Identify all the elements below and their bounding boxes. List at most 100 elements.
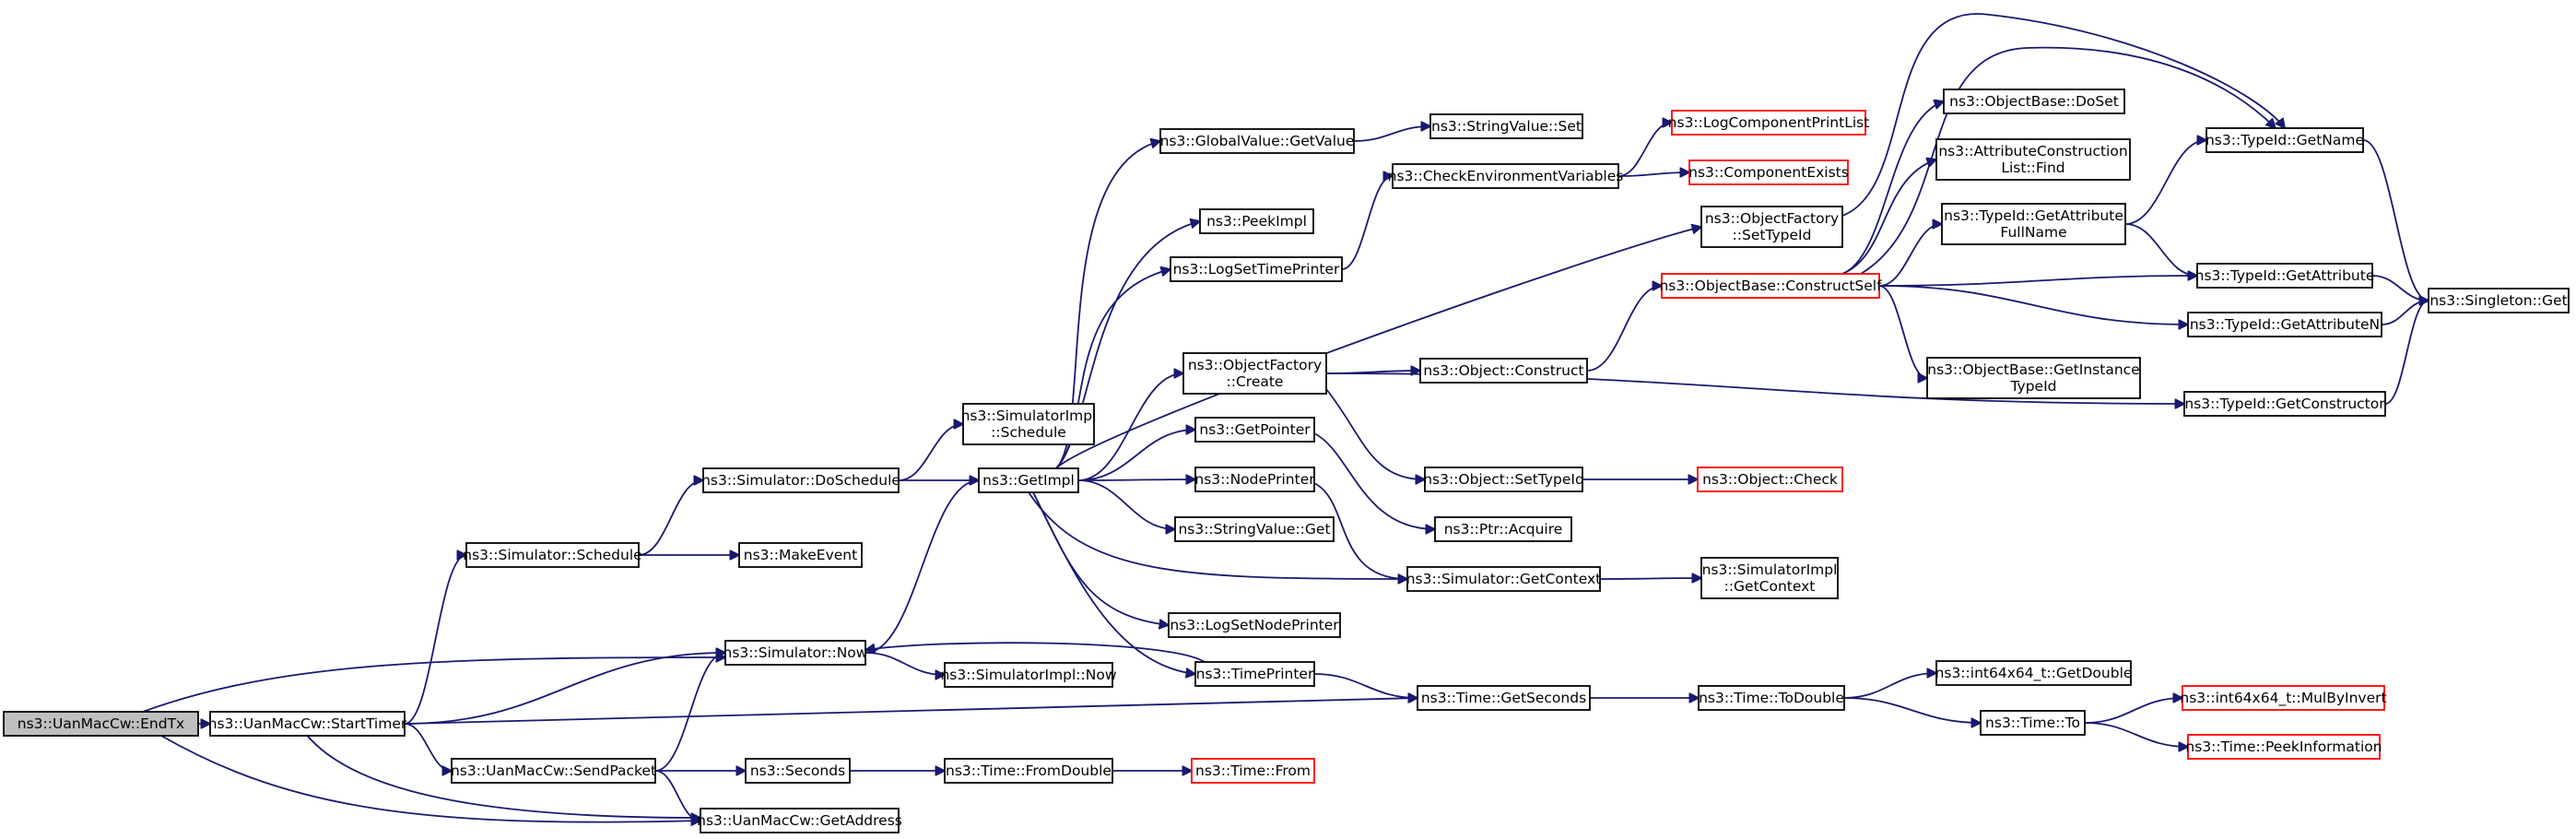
node-box (962, 403, 1095, 445)
node-label: ns3::Object::Construct (1423, 362, 1583, 379)
edge-starttimer-to-timegetseconds (404, 698, 1417, 725)
node-box (1170, 256, 1343, 282)
node-tidgetconstructor[interactable]: ns3::TypeId::GetConstructor (2183, 391, 2386, 417)
node-seconds[interactable]: ns3::Seconds (745, 758, 851, 784)
node-endtx[interactable]: ns3::UanMacCw::EndTx (3, 711, 199, 737)
node-tidgetname[interactable]: ns3::TypeId::GetName (2205, 127, 2364, 153)
edge-obconstructself-to-tidgetattribute (1878, 276, 2197, 287)
node-compexists[interactable]: ns3::ComponentExists (1688, 160, 1849, 185)
edge-obconstructself-to-tidgetattributen (1878, 285, 2188, 325)
node-simimplgetcontext[interactable]: ns3::SimulatorImpl::GetContext (1700, 557, 1839, 599)
node-label: ns3::TypeId::GetAttribute (2195, 267, 2375, 284)
node-logcompprint[interactable]: ns3::LogComponentPrintList (1668, 110, 1870, 136)
node-logsettimeprinter[interactable]: ns3::LogSetTimePrinter (1170, 256, 1343, 282)
node-now[interactable]: ns3::Simulator::Now (723, 640, 868, 666)
node-box (2187, 734, 2381, 760)
node-label: ns3::Time::To (1985, 715, 2080, 731)
node-label: ns3::UanMacCw::EndTx (18, 715, 184, 732)
node-simimplschedule[interactable]: ns3::SimulatorImpl::Schedule (961, 403, 1097, 445)
node-schedule[interactable]: ns3::Simulator::Schedule (463, 542, 642, 568)
node-obconstructself[interactable]: ns3::ObjectBase::ConstructSelf (1659, 273, 1882, 299)
edge-getimpl-to-logsettimeprinter (1055, 269, 1170, 469)
edge-checkenv-to-compexists (1617, 172, 1689, 176)
node-simgetcontext[interactable]: ns3::Simulator::GetContext (1406, 566, 1602, 592)
node-label: ns3::Time::GetSeconds (1421, 690, 1586, 706)
node-box (1688, 160, 1849, 185)
node-int64getdouble[interactable]: ns3::int64x64_t::GetDouble (1935, 660, 2133, 686)
node-label: ns3::ObjectBase::ConstructSelf (1659, 278, 1882, 294)
node-peekimpl[interactable]: ns3::PeekImpl (1199, 208, 1314, 234)
node-label: ns3::TimePrinter (1196, 666, 1314, 682)
node-box (724, 640, 866, 666)
node-timegetseconds[interactable]: ns3::Time::GetSeconds (1417, 685, 1591, 711)
node-box (1174, 516, 1335, 542)
node-objconstruct[interactable]: ns3::Object::Construct (1419, 358, 1588, 384)
node-from[interactable]: ns3::Time::From (1191, 758, 1315, 784)
node-box (1943, 89, 2125, 114)
node-ptracquire[interactable]: ns3::Ptr::Acquire (1434, 516, 1572, 542)
node-box (209, 711, 406, 737)
node-makeevent[interactable]: ns3::MakeEvent (738, 542, 863, 568)
node-timepeekinfo[interactable]: ns3::Time::PeekInformation (2185, 734, 2382, 760)
edge-starttimer-to-schedule (404, 555, 466, 725)
node-objsettypeid[interactable]: ns3::Object::SetTypeId (1423, 467, 1584, 492)
node-fromdouble[interactable]: ns3::Time::FromDouble (944, 758, 1113, 784)
node-box (1935, 138, 2131, 181)
edge-tidgetattributen-to-singletonget (2381, 301, 2429, 325)
node-getpointer[interactable]: ns3::GetPointer (1194, 417, 1315, 443)
node-label: ns3::AttributeConstruction (1938, 143, 2127, 160)
node-label: List::Find (2001, 160, 2064, 176)
node-label: ns3::int64x64_t::GetDouble (1935, 665, 2133, 682)
node-gvgetvalue[interactable]: ns3::GlobalValue::GetValue (1159, 128, 1355, 154)
edge-obconstructself-to-obdoset (1841, 101, 1944, 275)
node-doschedule[interactable]: ns3::Simulator::DoSchedule (701, 467, 900, 493)
edge-starttimer-to-now (404, 653, 725, 725)
node-box (1700, 206, 1843, 248)
node-label: ns3::StringValue::Get (1178, 521, 1330, 538)
edge-tidgetconstructor-to-singletonget (2384, 301, 2429, 405)
node-objcheck[interactable]: ns3::Object::Check (1697, 467, 1843, 492)
node-label: ns3::GlobalValue::GetValue (1160, 133, 1355, 149)
node-singletonget[interactable]: ns3::Singleton::Get (2428, 288, 2570, 313)
node-label: ns3::Simulator::Schedule (463, 547, 641, 563)
edge-getimpl-to-simgetcontext (1028, 491, 1407, 579)
node-int64mulbyinvert[interactable]: ns3::int64x64_t::MulByInvert (2180, 685, 2387, 711)
edge-timeto-to-timepeekinfo (2084, 722, 2188, 747)
node-label: ::SetTypeId (1733, 227, 1812, 243)
node-timeprinter[interactable]: ns3::TimePrinter (1194, 661, 1315, 687)
node-box (2196, 263, 2373, 289)
node-box (1168, 612, 1341, 638)
node-box (1417, 685, 1591, 711)
node-stringvalueset[interactable]: ns3::StringValue::Set (1429, 113, 1583, 139)
node-simimplnow[interactable]: ns3::SimulatorImpl::Now (940, 662, 1117, 688)
node-label: ns3::Object::SetTypeId (1423, 471, 1584, 488)
node-box (978, 467, 1079, 493)
node-obdoset[interactable]: ns3::ObjectBase::DoSet (1943, 89, 2125, 114)
node-timeto[interactable]: ns3::Time::To (1980, 710, 2086, 736)
node-checkenv[interactable]: ns3::CheckEnvironmentVariables (1388, 163, 1624, 189)
node-sendpacket[interactable]: ns3::UanMacCw::SendPacket (451, 758, 656, 784)
node-label: ns3::GetImpl (982, 472, 1075, 489)
node-tidgetattributen[interactable]: ns3::TypeId::GetAttributeN (2187, 312, 2382, 337)
edge-gvgetvalue-to-stringvalueset (1353, 126, 1430, 142)
node-nodeprinter[interactable]: ns3::NodePrinter (1194, 467, 1315, 492)
node-label: ns3::SimulatorImpl::Now (940, 667, 1116, 683)
node-getaddress[interactable]: ns3::UanMacCw::GetAddress (697, 808, 902, 833)
node-label: ns3::SimulatorImpl (961, 408, 1097, 424)
node-stringvalueget[interactable]: ns3::StringValue::Get (1174, 516, 1335, 542)
node-ofsettypeid[interactable]: ns3::ObjectFactory::SetTypeId (1700, 206, 1843, 248)
node-box (1980, 710, 2086, 736)
node-starttimer[interactable]: ns3::UanMacCw::StartTimer (208, 711, 407, 737)
node-timetodouble[interactable]: ns3::Time::ToDouble (1698, 685, 1845, 711)
node-getimpl[interactable]: ns3::GetImpl (978, 467, 1079, 493)
node-logsetnodeprinter[interactable]: ns3::LogSetNodePrinter (1168, 612, 1341, 638)
node-tidgetattribute[interactable]: ns3::TypeId::GetAttribute (2195, 263, 2375, 289)
node-label: TypeId (2009, 378, 2056, 395)
node-label: ns3::Ptr::Acquire (1444, 521, 1563, 538)
node-label: ns3::LogSetTimePrinter (1173, 261, 1340, 278)
node-ofcreate[interactable]: ns3::ObjectFactory::Create (1182, 352, 1327, 395)
